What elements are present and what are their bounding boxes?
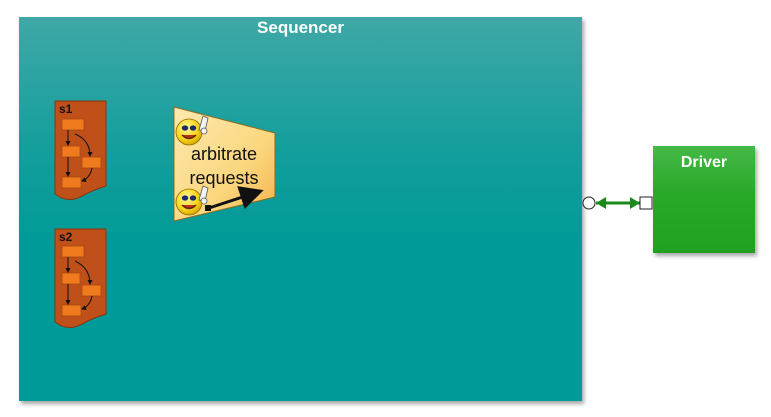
port-square-icon xyxy=(639,196,653,210)
arbiter xyxy=(173,106,276,222)
sequence-step xyxy=(61,304,82,317)
sequence-label-s1: s1 xyxy=(59,102,73,116)
driver-title: Driver xyxy=(680,154,728,171)
arbiter-label-line2: requests xyxy=(189,168,259,188)
connector-arrow-left xyxy=(596,197,606,209)
arrow-icon xyxy=(205,186,264,211)
sequence-step xyxy=(81,284,102,297)
sequence-s2 xyxy=(54,228,107,328)
sequencer-title: Sequencer xyxy=(257,18,344,37)
sequence-step xyxy=(61,118,85,131)
smiley-icon xyxy=(175,185,209,216)
smiley-icon xyxy=(175,115,209,146)
sequence-s1 xyxy=(54,100,107,200)
sequence-step xyxy=(61,145,81,158)
sequence-label-s2: s2 xyxy=(59,230,73,244)
sequence-step xyxy=(61,245,85,258)
arbiter-label-line1: arbitrate xyxy=(190,144,258,164)
sequence-step xyxy=(81,156,102,169)
sequencer-block: Sequencer xyxy=(19,17,582,401)
sequence-step xyxy=(61,176,82,189)
driver-block: Driver xyxy=(653,146,755,253)
connector-arrow-right xyxy=(630,197,640,209)
port-circle-icon xyxy=(582,196,596,210)
sequencer-driver-connector xyxy=(582,196,653,210)
arrow-tail xyxy=(205,205,211,211)
sequence-step xyxy=(61,272,81,285)
